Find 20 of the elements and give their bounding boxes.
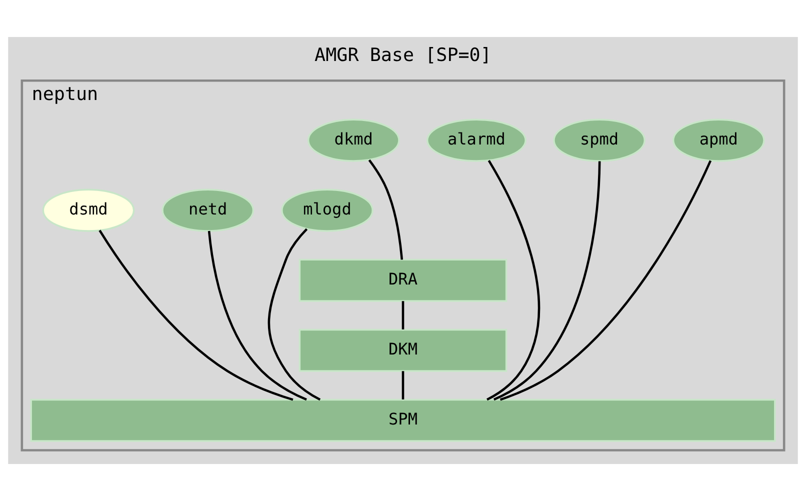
connector xyxy=(493,160,601,400)
connector xyxy=(500,160,712,400)
node-ellipse: apmd xyxy=(672,118,765,162)
node-box: DRA xyxy=(298,258,508,302)
connector xyxy=(98,229,294,400)
node-ellipse: alarmd xyxy=(426,118,526,162)
connector xyxy=(208,230,307,400)
node-ellipse: mlogd xyxy=(281,188,374,232)
connector xyxy=(486,159,540,400)
connector xyxy=(368,158,404,260)
node-ellipse: dkmd xyxy=(307,118,400,162)
diagram-title: AMGR Base [SP=0] xyxy=(314,44,492,66)
connector xyxy=(402,370,404,399)
connector xyxy=(268,228,321,400)
node-box: SPM xyxy=(30,398,776,442)
node-ellipse: dsmd xyxy=(42,188,135,232)
connector xyxy=(402,300,404,329)
node-ellipse: spmd xyxy=(553,118,646,162)
node-ellipse: netd xyxy=(162,188,254,232)
node-box: DKM xyxy=(298,328,508,372)
